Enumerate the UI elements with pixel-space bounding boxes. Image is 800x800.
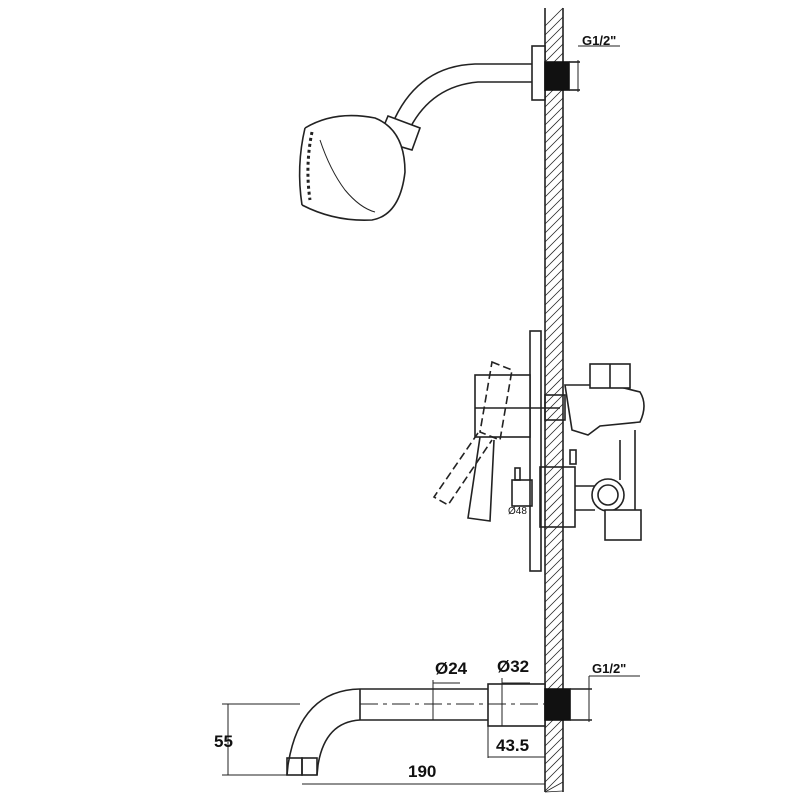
wall-hatch-line xyxy=(544,286,564,306)
wall-hatch-line xyxy=(544,754,564,774)
spout-height-label: 55 xyxy=(214,732,233,751)
wall-hatch-line xyxy=(544,259,564,279)
wall-hatch-line xyxy=(544,529,564,549)
wall-hatch-line xyxy=(544,358,564,378)
wall-hatch-line xyxy=(544,277,564,297)
wall-hatch-line xyxy=(544,475,564,495)
wall-hatch-line xyxy=(544,610,564,630)
wall-hatch-line xyxy=(544,25,564,45)
wall-hatch-line xyxy=(544,214,564,234)
wall-hatch-line xyxy=(544,223,564,243)
wall-hatch-line xyxy=(544,241,564,261)
wall-hatch-line xyxy=(544,88,564,108)
wall-hatch-line xyxy=(544,106,564,126)
wall-hatch-line xyxy=(544,439,564,459)
wall-hatch-line xyxy=(544,763,564,783)
wall-hatch-line xyxy=(544,412,564,432)
wall-hatch-line xyxy=(544,169,564,189)
wall-hatch-line xyxy=(544,565,564,585)
wall-hatch-line xyxy=(544,133,564,153)
wall-hatch-line xyxy=(544,556,564,576)
wall-hatch-line xyxy=(544,781,564,793)
wall-hatch-line xyxy=(544,772,564,792)
wall-hatch-line xyxy=(544,520,564,540)
wall-hatch-line xyxy=(544,448,564,468)
wall-hatch-line xyxy=(544,745,564,765)
wall-hatch-line xyxy=(544,349,564,369)
wall-hatch-line xyxy=(544,736,564,756)
wall-hatch-line xyxy=(544,583,564,603)
wall-hatch-line xyxy=(544,187,564,207)
wall-hatch-line xyxy=(544,160,564,180)
wall-hatch-line xyxy=(544,484,564,504)
wall-hatch-line xyxy=(544,592,564,612)
pipe-diameter-label: Ø24 xyxy=(435,659,468,678)
wall-hatch-line xyxy=(544,718,564,738)
escutcheon-depth-label: 43.5 xyxy=(496,736,530,755)
wall-hatch-line xyxy=(544,790,564,793)
wall-hatch-line xyxy=(544,178,564,198)
wall-hatch-line xyxy=(544,232,564,252)
wall-hatch-line xyxy=(544,142,564,162)
wall-hatch-line xyxy=(544,538,564,558)
wall-hatch-line xyxy=(544,322,564,342)
wall-hatch-line xyxy=(544,124,564,144)
wall-hatch-line xyxy=(544,196,564,216)
bottom-thread-label: G1/2" xyxy=(592,661,627,676)
mixer-valve-assembly xyxy=(432,330,645,572)
wall-hatch-line xyxy=(544,376,564,396)
wall-hatch-line xyxy=(544,601,564,621)
wall-hatch-line xyxy=(544,268,564,288)
wall-hatch-line xyxy=(544,340,564,360)
wall-hatch-line xyxy=(544,493,564,513)
wall-hatch-line xyxy=(544,502,564,522)
wall-hatch-line xyxy=(544,115,564,135)
wall-hatch-line xyxy=(544,43,564,63)
wall-hatch-line xyxy=(544,430,564,450)
wall-hatch-line xyxy=(544,403,564,423)
top-thread-label: G1/2" xyxy=(582,33,617,48)
wall-hatch-line xyxy=(544,574,564,594)
wall-hatch-line xyxy=(544,250,564,270)
wall-hatch-line xyxy=(544,313,564,333)
bath-spout-assembly xyxy=(222,45,640,790)
wall-hatch-line xyxy=(544,97,564,117)
wall-hatch-line xyxy=(544,664,564,684)
wall-hatch-line xyxy=(544,151,564,171)
wall-hatch-line xyxy=(544,295,564,315)
wall-hatch-line xyxy=(544,646,564,666)
wall-hatch-line xyxy=(544,421,564,441)
shower-head-assembly xyxy=(298,45,580,222)
escutcheon-diameter-label: Ø32 xyxy=(497,657,530,676)
wall-section xyxy=(544,7,564,793)
wall-hatch-line xyxy=(544,628,564,648)
wall-hatch-line xyxy=(544,619,564,639)
wall-hatch-line xyxy=(544,547,564,567)
spout-length-label: 190 xyxy=(408,762,437,781)
wall-hatch-line xyxy=(544,637,564,657)
wall-hatch-line xyxy=(544,367,564,387)
wall-hatch-line xyxy=(544,394,564,414)
wall-hatch-line xyxy=(544,7,564,27)
cartridge-diameter-label: Ø48 xyxy=(508,506,527,517)
wall-hatch-line xyxy=(544,34,564,54)
wall-hatch-line xyxy=(544,727,564,747)
wall-hatch-line xyxy=(544,466,564,486)
wall-hatch-line xyxy=(544,655,564,675)
wall-hatch-line xyxy=(544,205,564,225)
wall-hatch-line xyxy=(544,304,564,324)
wall-hatch-line xyxy=(544,16,564,36)
wall-hatch-line xyxy=(544,331,564,351)
